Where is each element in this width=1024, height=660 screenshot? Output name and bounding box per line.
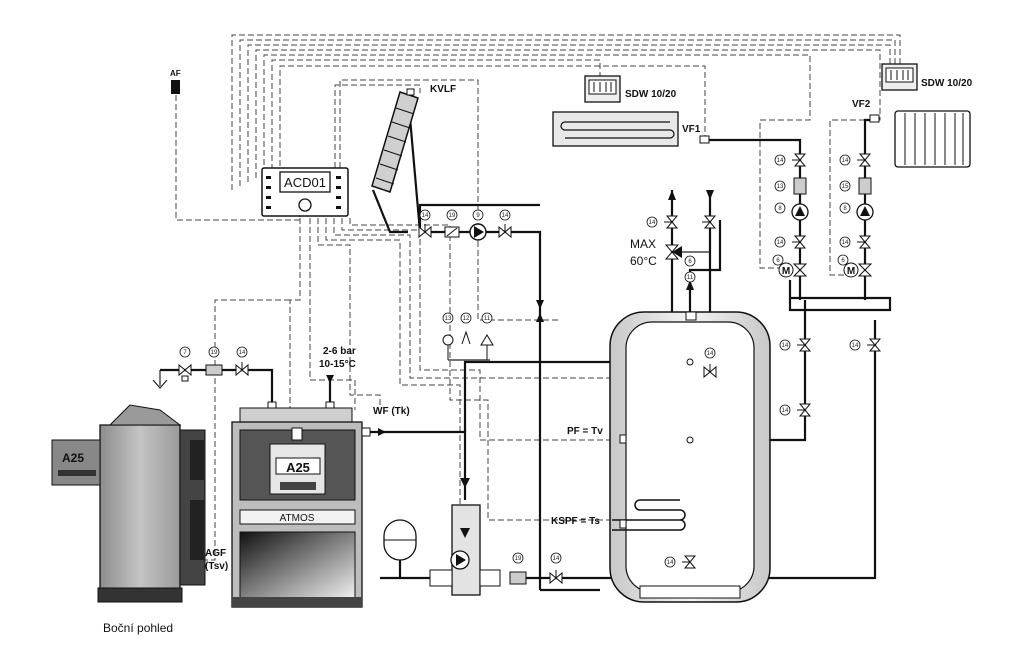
svg-text:11: 11: [484, 316, 491, 322]
solar-pump-group: 14 19 9 14: [418, 209, 512, 241]
svg-text:13: 13: [445, 316, 452, 322]
safety-group: 13 12 11: [442, 312, 494, 361]
svg-text:19: 19: [515, 556, 522, 562]
svg-text:6: 6: [841, 258, 845, 264]
acd-label: ACD01: [284, 175, 326, 190]
svg-text:14: 14: [502, 213, 509, 219]
svg-text:14: 14: [842, 240, 849, 246]
distributor-valves: 14 14 14: [779, 338, 882, 417]
thermostatic-mixing-valve: 14 MAX 60°C 6 11: [630, 215, 717, 283]
storage-tank: 14 PF = Tv KSPF = Ts 14: [551, 311, 771, 603]
pf-label: PF = Tv: [567, 426, 603, 437]
flow-arrows: [326, 190, 714, 488]
svg-text:11: 11: [687, 275, 694, 281]
svg-text:9: 9: [476, 213, 480, 219]
solar-pump: 9: [469, 209, 487, 241]
pressure-label: 2-6 bar: [323, 346, 356, 357]
solar-collector: KVLF: [371, 84, 456, 193]
svg-text:19: 19: [449, 213, 456, 219]
svg-text:14: 14: [553, 556, 560, 562]
af-label: AF: [170, 69, 181, 78]
makeup-water-group: 7 19 14 2-6 bar 10-15°C: [152, 346, 356, 389]
max-temp-label: 60°C: [630, 254, 657, 268]
svg-text:14: 14: [667, 560, 674, 566]
wf-label: WF (Tk): [373, 406, 410, 417]
svg-text:19: 19: [211, 350, 218, 356]
svg-text:6: 6: [688, 259, 692, 265]
kspf-label: KSPF = Ts: [551, 516, 600, 527]
brand-label: ATMOS: [280, 513, 315, 524]
svg-text:14: 14: [239, 350, 246, 356]
front-model-label: A25: [286, 460, 310, 475]
svg-text:14: 14: [707, 351, 714, 357]
loading-unit: [429, 504, 501, 596]
svg-text:14: 14: [852, 343, 859, 349]
svg-text:14: 14: [777, 158, 784, 164]
svg-text:14: 14: [842, 158, 849, 164]
outdoor-sensor-af: AF: [170, 69, 181, 94]
sdw2-label: SDW 10/20: [921, 78, 973, 89]
svg-text:14: 14: [422, 213, 429, 219]
svg-text:13: 13: [777, 184, 784, 190]
room-unit-sdw-2: SDW 10/20: [881, 63, 973, 91]
return-components: 19 14: [509, 552, 563, 585]
boiler-side-view: A25 AGF (Tsv) Boční pohled: [51, 404, 228, 635]
svg-text:14: 14: [777, 240, 784, 246]
svg-text:8: 8: [843, 206, 847, 212]
svg-text:14: 14: [649, 220, 656, 226]
kvlf-label: KVLF: [430, 84, 456, 95]
heating-circuit-1: 14 13 8 14 M6: [772, 153, 809, 278]
room-unit-sdw-1: SDW 10/20: [584, 75, 677, 103]
svg-text:12: 12: [463, 316, 470, 322]
svg-text:M: M: [782, 266, 790, 277]
agf-sub-label: (Tsv): [205, 561, 228, 572]
svg-text:6: 6: [776, 258, 780, 264]
svg-text:M: M: [847, 266, 855, 277]
max-label: MAX: [630, 237, 656, 251]
svg-text:15: 15: [842, 184, 849, 190]
side-view-caption: Boční pohled: [103, 621, 173, 635]
expansion-vessel: [383, 519, 417, 561]
svg-text:14: 14: [782, 408, 789, 414]
floor-heating-panel: VF1: [552, 111, 710, 147]
solar-valve-2: 14: [498, 209, 512, 239]
svg-text:14: 14: [782, 343, 789, 349]
vf1-label: VF1: [682, 124, 701, 135]
solar-valve-1: 14: [418, 209, 432, 239]
heating-circuit-2: 14 15 8 14 M6: [837, 153, 874, 278]
solar-filter: 19: [444, 209, 460, 238]
temp-range-label: 10-15°C: [319, 359, 356, 370]
radiator: VF2: [852, 99, 971, 168]
svg-text:8: 8: [778, 206, 782, 212]
agf-label: AGF: [205, 548, 226, 559]
vf2-label: VF2: [852, 99, 871, 110]
controller-acd01: ACD01: [261, 167, 349, 217]
sdw1-label: SDW 10/20: [625, 89, 677, 100]
boiler-front-view: A25 ATMOS WF (Tk): [231, 401, 410, 608]
svg-text:7: 7: [183, 350, 187, 356]
side-model-label: A25: [62, 451, 84, 465]
